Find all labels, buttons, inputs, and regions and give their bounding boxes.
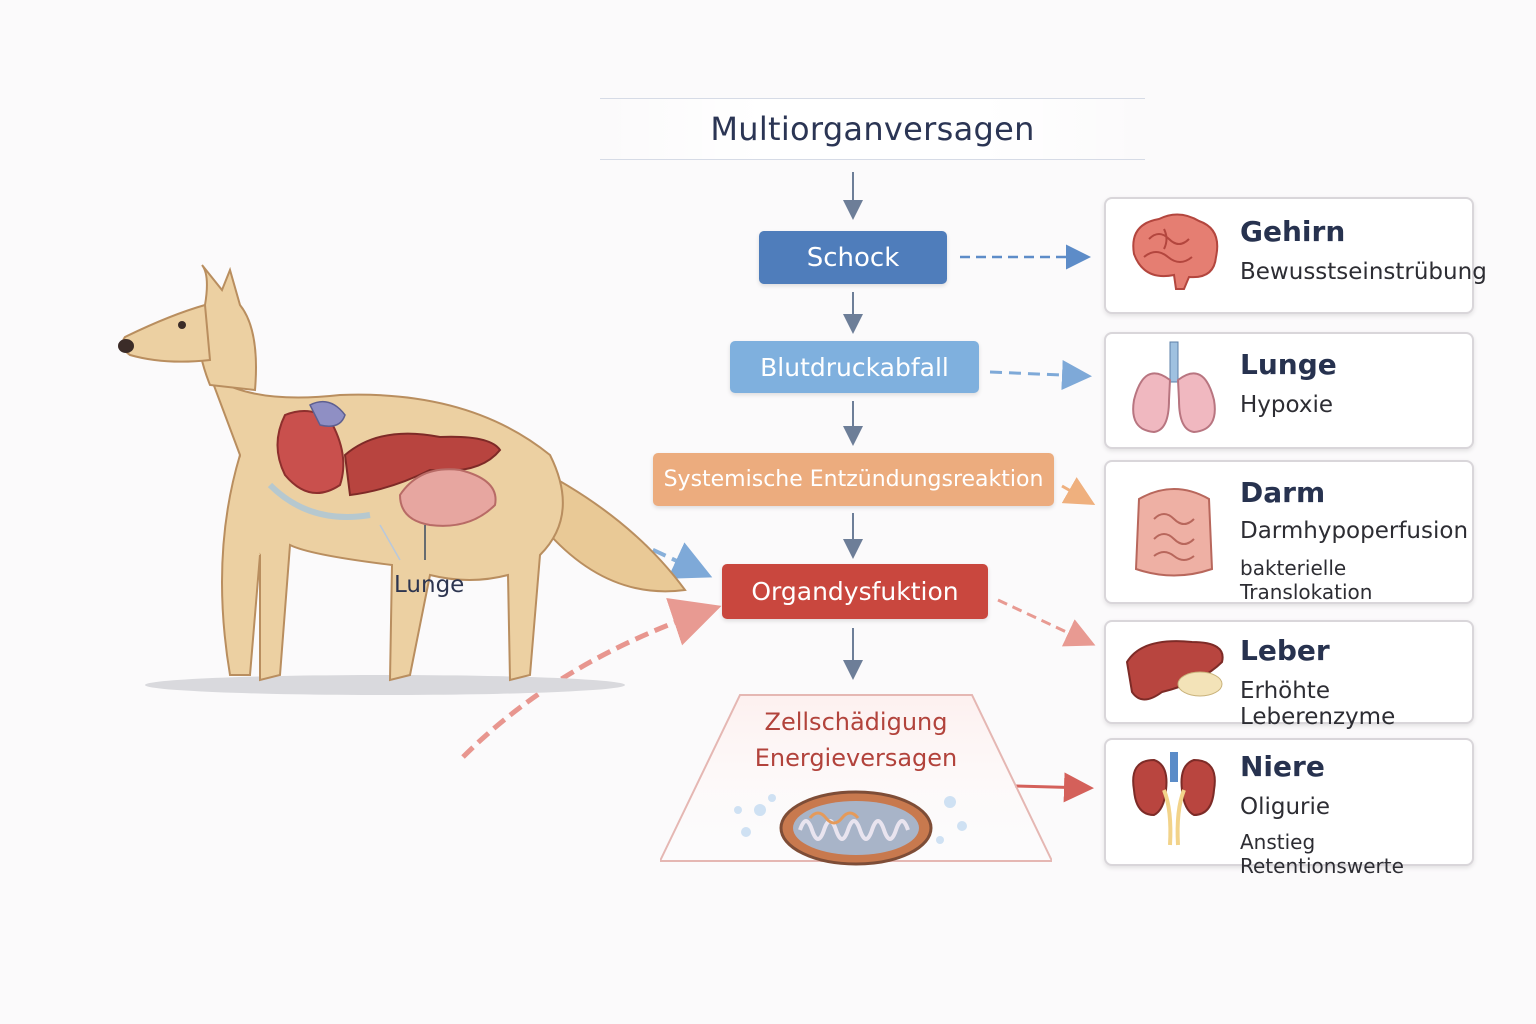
zell-line-2: Energieversagen: [754, 744, 958, 772]
organ-card-niere: Niere Oligurie Anstieg Retentionswerte: [1104, 738, 1474, 878]
organ-name-darm: Darm: [1240, 476, 1326, 509]
step-blutdruckabfall: Blutdruckabfall: [730, 341, 979, 393]
step-zellschaedigung-panel: [660, 694, 1052, 862]
arrow-zell-niere: [1014, 772, 1094, 803]
organ-name-gehirn: Gehirn: [1240, 215, 1346, 248]
mitochondrion-icon: [734, 790, 967, 866]
organ-card-gehirn: Gehirn Bewusstseinstrübung: [1104, 197, 1487, 314]
organ-sub2-niere: Anstieg Retentionswerte: [1240, 830, 1404, 878]
organ-name-niere: Niere: [1240, 750, 1325, 783]
organ-sub-leber: Erhöhte Leberenzyme: [1240, 678, 1396, 730]
organ-card-lunge: Lunge Hypoxie: [1104, 332, 1474, 449]
organ-name-lunge: Lunge: [1240, 348, 1337, 381]
organ-sub-gehirn: Bewusstseinstrübung: [1240, 259, 1487, 285]
organ-sub-lunge: Hypoxie: [1240, 392, 1334, 418]
brain-icon: [1132, 213, 1219, 290]
kidney-icon: [1132, 752, 1216, 846]
liver-icon: [1125, 640, 1224, 701]
arrow-sirs-darm: [1061, 477, 1096, 505]
dog-label-lunge: Lunge: [394, 572, 465, 598]
organ-card-leber: Leber Erhöhte Leberenzyme: [1104, 620, 1474, 730]
page-title: Multiorganversagen: [600, 98, 1145, 160]
organ-sub2-darm: bakterielle Translokation: [1240, 556, 1373, 604]
organ-sub-niere: Oligurie: [1240, 794, 1331, 820]
arrow-organ-leber: [997, 598, 1096, 647]
step-schock: Schock: [759, 231, 947, 284]
arrow-blutdruck-lunge: [989, 360, 1092, 390]
step-organdysfunktion: Organdysfuktion: [722, 564, 988, 619]
intestine-icon: [1134, 488, 1214, 577]
organ-card-darm: Darm Darmhypoperfusion bakterielle Trans…: [1104, 460, 1474, 604]
dog-illustration: [118, 264, 687, 695]
step-systemische-entzuendungsreaktion: Systemische Entzündungsreaktion: [653, 453, 1054, 506]
organ-sub-darm: Darmhypoperfusion: [1240, 518, 1469, 544]
lungs-icon: [1132, 341, 1216, 434]
organ-name-leber: Leber: [1240, 634, 1330, 667]
zell-line-1: Zellschädigung: [764, 708, 948, 736]
